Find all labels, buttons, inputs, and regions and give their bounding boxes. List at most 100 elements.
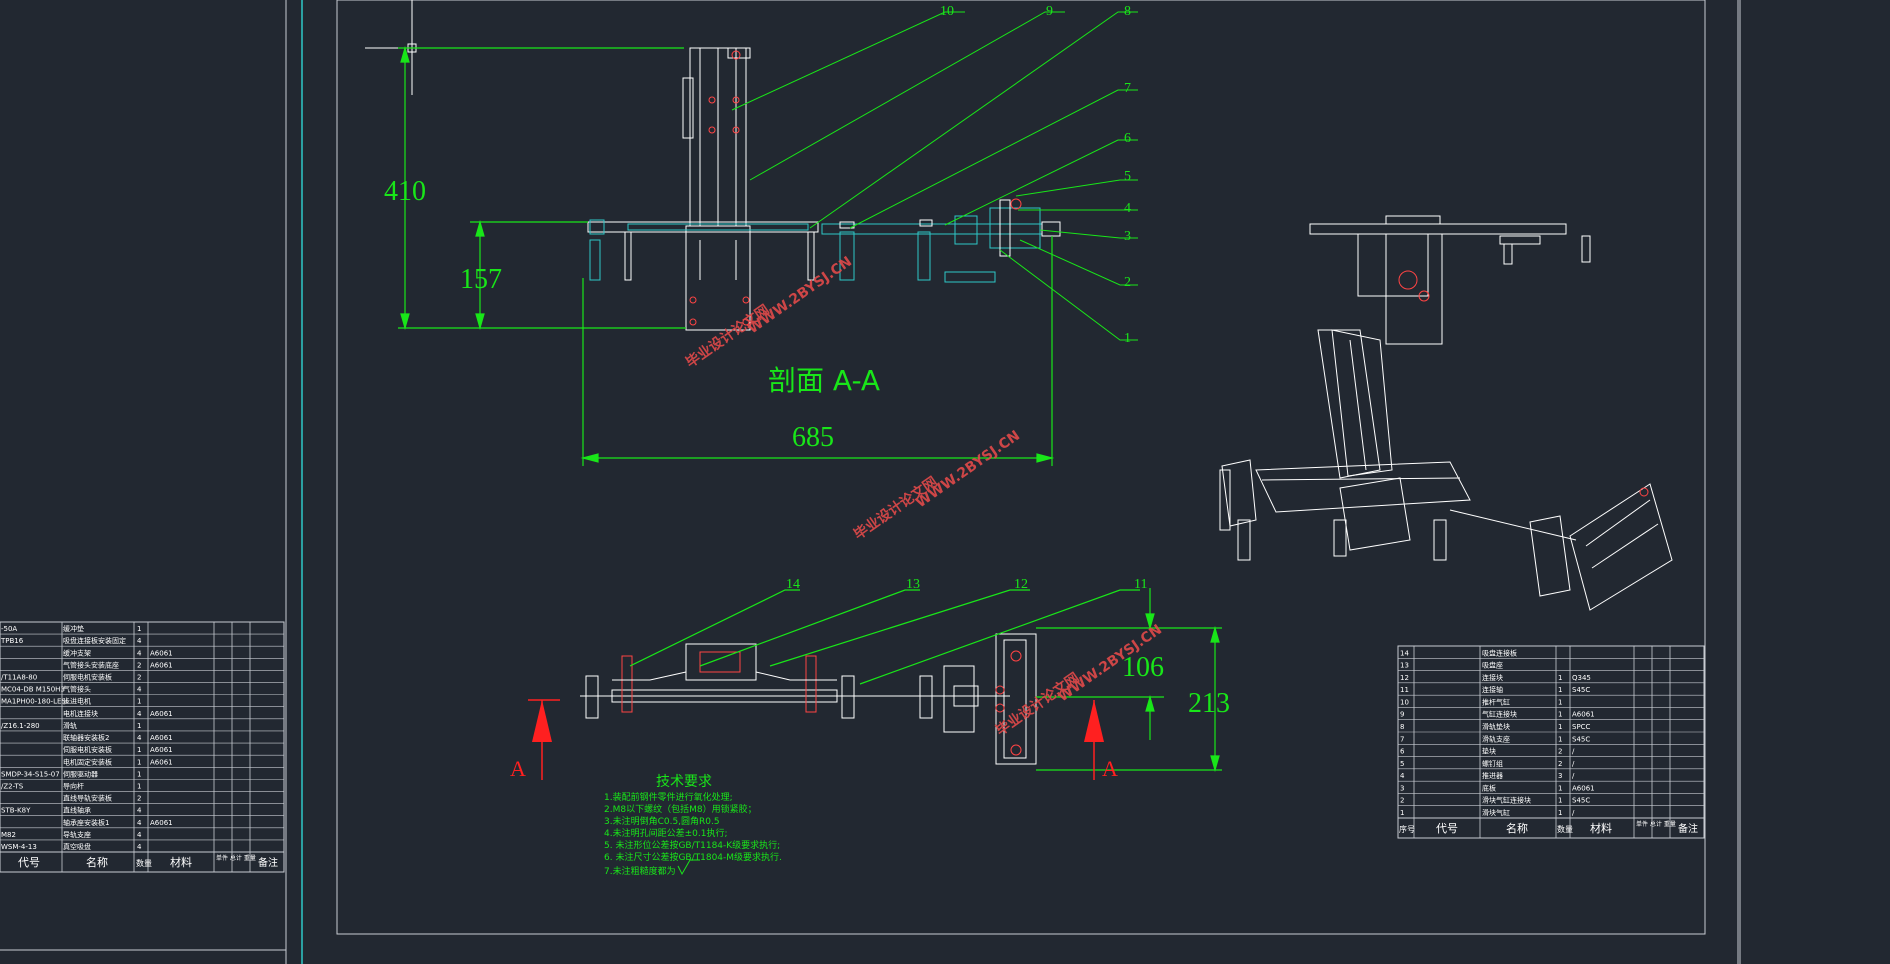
svg-text:数量: 数量 bbox=[1557, 824, 1573, 834]
slide-rail[interactable] bbox=[821, 198, 1061, 283]
section-arrow-icon bbox=[532, 700, 552, 742]
right-bom-cell-mat: S45C bbox=[1572, 686, 1590, 694]
section-arrow-icon bbox=[1084, 700, 1104, 742]
right-bom-cell-name: 滑轨垫块 bbox=[1482, 722, 1510, 731]
plan-view-geometry[interactable] bbox=[580, 633, 1037, 765]
left-bom-cell-qty: 4 bbox=[137, 807, 142, 815]
left-bom-cell-name: 缓冲垫 bbox=[63, 624, 84, 633]
right-bom-cell-no: 14 bbox=[1400, 649, 1409, 657]
left-bom-cell-name: 电机连接块 bbox=[63, 709, 98, 718]
section-letter-left: A bbox=[510, 756, 526, 781]
svg-text:备注: 备注 bbox=[258, 856, 278, 869]
balloon-5: 5 bbox=[1124, 169, 1131, 184]
right-bom-cell-qty: 1 bbox=[1558, 686, 1562, 694]
cylinder-column[interactable] bbox=[682, 47, 751, 331]
tech-req-line: 5. 未注形位公差按GB/T1184-K级要求执行; bbox=[604, 839, 780, 851]
left-bom-cell-code: SMDP-34-S15-07 bbox=[1, 770, 60, 778]
right-bom-header: 序号 代号 名称 数量 材料 单件 总计 重量 备注 bbox=[1398, 817, 1704, 835]
tech-req-line: 4.未注明孔间距公差±0.1执行; bbox=[604, 827, 727, 839]
tech-req-line: 6. 未注尺寸公差按GB/T1804-M级要求执行. bbox=[604, 851, 782, 863]
section-view-aa[interactable]: 410 157 685 剖面 A-A 10 9 8 7 6 5 4 3 2 bbox=[365, 0, 1138, 466]
section-dimension-lines bbox=[398, 45, 1055, 466]
left-bom-cell-code: /Z16.1-280 bbox=[1, 722, 40, 730]
section-balloon-leaders bbox=[731, 11, 1138, 341]
left-bom-cell-name: 气管接头安装底座 bbox=[63, 660, 119, 669]
left-bom-cell-code: MA1PH00-180-LESL bbox=[1, 698, 70, 706]
right-bom-cell-name: 吸盘连接板 bbox=[1482, 648, 1517, 657]
left-bom-cell-name: 吸盘连接板安装固定 bbox=[63, 636, 126, 645]
svg-text:材料: 材料 bbox=[170, 855, 192, 869]
right-bom-cell-name: 吸盘座 bbox=[1482, 661, 1503, 670]
watermark-url: WWW.2BYSJ.CN bbox=[913, 428, 1023, 512]
left-bom-cell-qty: 1 bbox=[137, 770, 141, 778]
right-bom-cell-mat: A6061 bbox=[1572, 784, 1595, 792]
left-bom-cell-qty: 1 bbox=[137, 698, 141, 706]
right-bom-cell-qty: 2 bbox=[1558, 748, 1562, 756]
right-bom-cell-no: 11 bbox=[1400, 686, 1409, 694]
right-bom-cell-name: 连接轴 bbox=[1482, 685, 1503, 694]
right-bom-cell-name: 螺钉组 bbox=[1482, 759, 1503, 768]
balloon-12: 12 bbox=[1014, 577, 1028, 592]
plan-view[interactable]: 106 213 14 13 12 11 A A bbox=[510, 577, 1230, 781]
base-plate[interactable] bbox=[587, 219, 819, 281]
left-bom-cell-qty: 2 bbox=[137, 795, 141, 803]
right-bom-cell-mat: A6061 bbox=[1572, 711, 1595, 719]
tech-req-line: 2.M8以下螺纹（包括M8）用锁紧胶； bbox=[604, 803, 757, 815]
right-bom-cell-mat: / bbox=[1572, 760, 1575, 768]
right-bom-cell-qty: 1 bbox=[1558, 711, 1562, 719]
svg-text:序号: 序号 bbox=[1399, 824, 1415, 834]
right-bom-cell-qty: 1 bbox=[1558, 698, 1562, 706]
roughness-symbol-icon bbox=[677, 859, 700, 876]
right-bom-cell-mat: / bbox=[1572, 748, 1575, 756]
left-bom-cell-mat: A6061 bbox=[150, 819, 173, 827]
balloon-6: 6 bbox=[1124, 131, 1131, 146]
right-bom-cell-no: 7 bbox=[1400, 735, 1404, 743]
tech-req-line: 1.装配前钢件零件进行氧化处理; bbox=[604, 791, 733, 803]
left-bom-cell-mat: A6061 bbox=[150, 746, 173, 754]
left-bom-cell-code: M82 bbox=[1, 831, 16, 839]
dim-height-lower: 157 bbox=[460, 264, 502, 295]
right-bom-cell-no: 4 bbox=[1400, 772, 1405, 780]
balloon-4: 4 bbox=[1124, 201, 1131, 216]
right-bom-cell-qty: 1 bbox=[1558, 674, 1562, 682]
right-bom-cell-no: 12 bbox=[1400, 674, 1409, 682]
isometric-model[interactable] bbox=[1219, 215, 1673, 611]
right-bom-cell-name: 气缸连接块 bbox=[1482, 710, 1517, 719]
tech-req-title: 技术要求 bbox=[656, 774, 712, 790]
right-bom-cell-mat: / bbox=[1572, 772, 1575, 780]
left-bom-cell-code: -50A bbox=[1, 625, 17, 633]
dim-total: 213 bbox=[1188, 688, 1230, 719]
right-bom-cell-name: 连接块 bbox=[1482, 673, 1503, 682]
section-balloon-labels: 10 9 8 7 6 5 4 3 2 1 bbox=[940, 4, 1131, 346]
balloon-2: 2 bbox=[1124, 275, 1131, 290]
svg-text:单件 总计 重量: 单件 总计 重量 bbox=[216, 854, 256, 862]
left-bom-cell-qty: 4 bbox=[137, 686, 142, 694]
svg-text:名称: 名称 bbox=[1506, 821, 1528, 835]
left-bom-cell-name: 导向杆 bbox=[63, 781, 84, 790]
balloon-3: 3 bbox=[1124, 229, 1131, 244]
svg-text:单件 总计 重量: 单件 总计 重量 bbox=[1636, 820, 1676, 828]
dim-height-total: 410 bbox=[384, 176, 426, 207]
section-mark-right: A bbox=[1084, 700, 1118, 781]
left-bom-cell-code: /T11A8-80 bbox=[1, 674, 37, 682]
left-bom-cell-mat: A6061 bbox=[150, 649, 173, 657]
watermark-cn: 毕业设计论文网 bbox=[851, 473, 941, 543]
right-bom-cell-mat: / bbox=[1572, 809, 1575, 817]
left-bom-cell-qty: 4 bbox=[137, 819, 142, 827]
left-bom-cell-mat: A6061 bbox=[150, 661, 173, 669]
svg-text:代号: 代号 bbox=[18, 856, 40, 869]
right-bom-cell-name: 滑轨支座 bbox=[1482, 734, 1510, 743]
right-bom-cell-qty: 2 bbox=[1558, 760, 1562, 768]
right-bom-cell-mat: SPCC bbox=[1572, 723, 1591, 731]
dim-upper: 106 bbox=[1122, 652, 1164, 683]
right-bom-cell-no: 9 bbox=[1400, 711, 1404, 719]
right-bom-cell-name: 推杆气缸 bbox=[1482, 697, 1510, 706]
balloon-10: 10 bbox=[940, 4, 954, 19]
balloon-8: 8 bbox=[1124, 4, 1131, 19]
right-bom-cell-mat: S45C bbox=[1572, 735, 1590, 743]
balloon-1: 1 bbox=[1124, 331, 1131, 346]
